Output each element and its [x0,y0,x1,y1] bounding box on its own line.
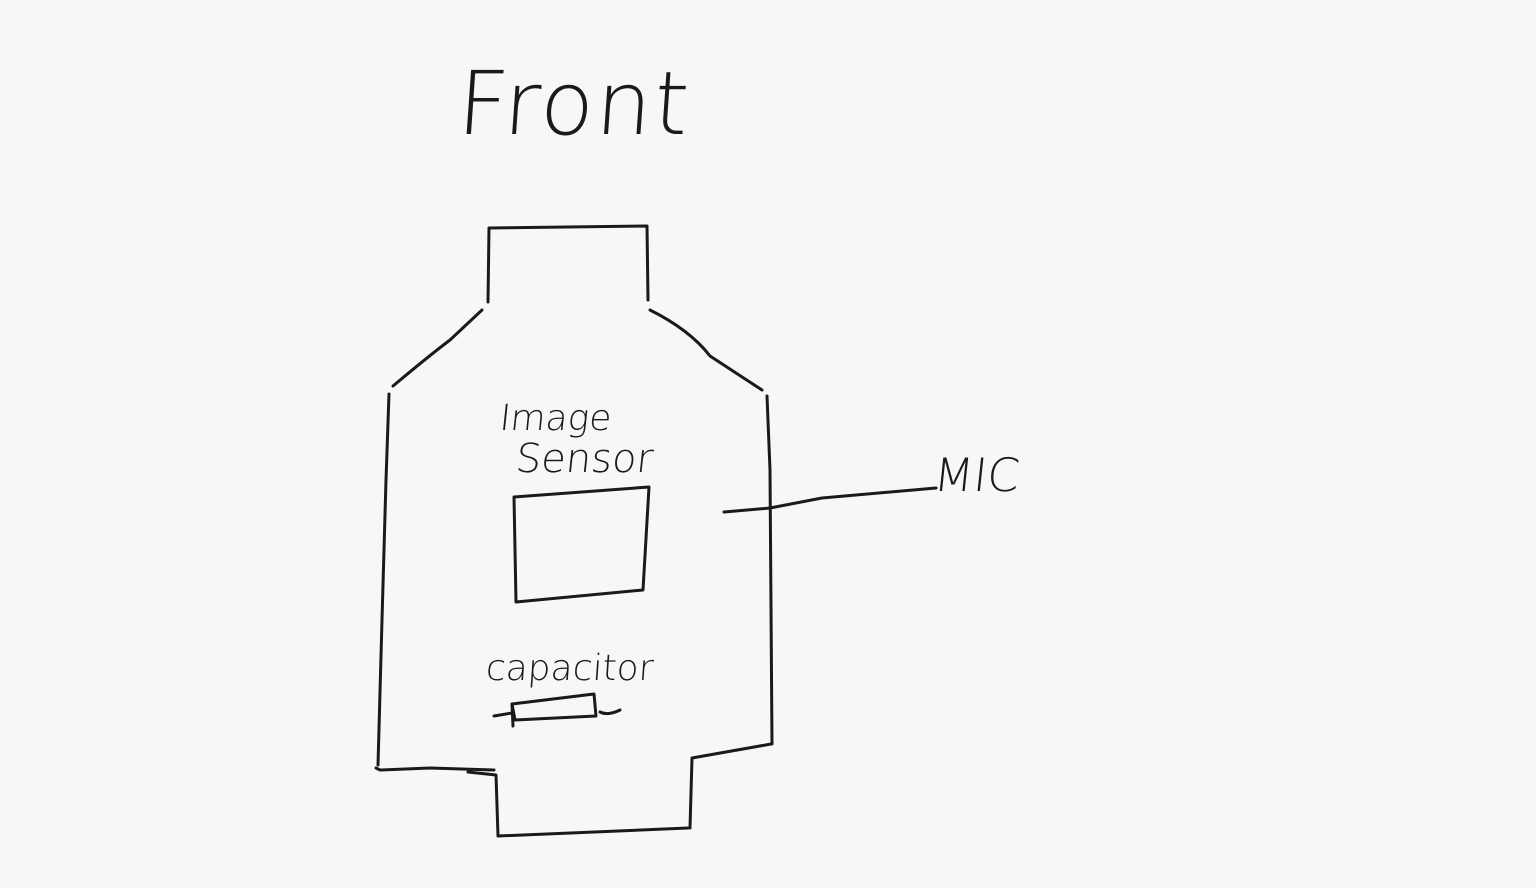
capacitor-body [510,692,598,722]
mic-label: MIC [931,448,1023,502]
image-sensor-label-line1: Image [497,398,614,439]
page-title: Front [454,52,695,155]
image-sensor-box [512,485,651,604]
device-outline [374,224,774,838]
mic-leader-line [722,486,938,514]
capacitor-left-lead [492,702,515,728]
capacitor-label: capacitor [484,648,655,689]
capacitor-right-lead [598,708,622,716]
image-sensor-label-line2: Sensor [513,436,656,482]
